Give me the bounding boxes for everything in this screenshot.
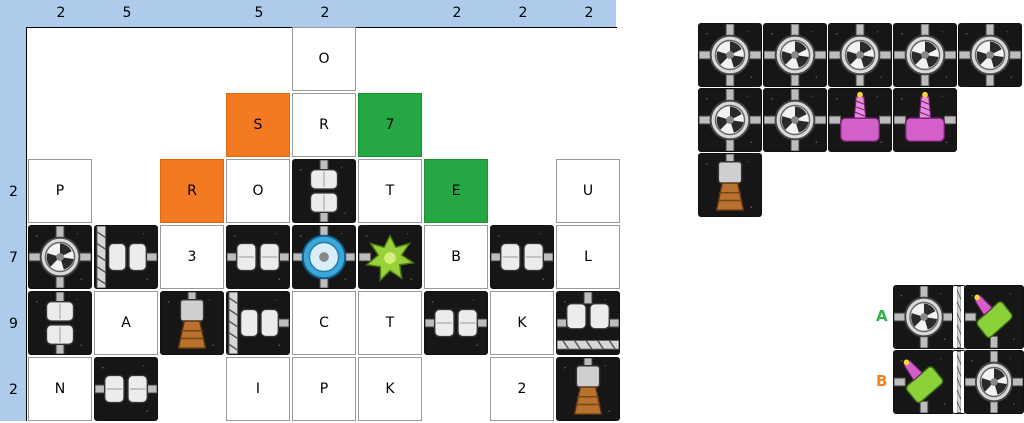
hab-h-pipe-tile[interactable] (226, 291, 290, 355)
grid-cell[interactable]: E (424, 159, 488, 223)
grid-cell[interactable]: K (358, 357, 422, 421)
grid-cell[interactable]: C (292, 291, 356, 355)
inventory-laser-tile[interactable] (828, 88, 892, 152)
grid-cell[interactable]: P (292, 357, 356, 421)
engine-tile[interactable] (556, 357, 620, 421)
legend-fan-tile[interactable] (893, 285, 955, 349)
column-clue (358, 0, 424, 27)
column-clue: 2 (518, 5, 528, 21)
shield-tile[interactable] (292, 225, 356, 289)
grid-cell[interactable]: I (226, 357, 290, 421)
grid-cell[interactable]: T (358, 159, 422, 223)
grid-cell[interactable]: N (28, 357, 92, 421)
inventory-fan-tile[interactable] (763, 88, 827, 152)
row-clue (0, 27, 27, 93)
column-clue: 2 (584, 5, 594, 21)
grid-cell[interactable]: R (292, 93, 356, 157)
column-clue (160, 0, 226, 27)
grid-cell[interactable]: 7 (358, 93, 422, 157)
legend-laser-green-tile[interactable] (893, 350, 955, 414)
inventory-fan-tile[interactable] (698, 23, 762, 87)
inventory-laser-tile[interactable] (893, 88, 957, 152)
grid-cell[interactable]: O (226, 159, 290, 223)
grid-cell[interactable]: B (424, 225, 488, 289)
hab-h-tile[interactable] (94, 357, 158, 421)
legend-laser-green-tile[interactable] (964, 285, 1024, 349)
legend-label-a: A (876, 307, 888, 325)
grid-cell[interactable]: R (160, 159, 224, 223)
fan-tile[interactable] (28, 225, 92, 289)
legend-pipe-tile[interactable] (952, 350, 966, 414)
column-clue: 5 (254, 5, 264, 21)
column-clue: 2 (320, 5, 330, 21)
engine-tile[interactable] (160, 291, 224, 355)
column-clue: 2 (56, 5, 66, 21)
inventory-fan-tile[interactable] (828, 23, 892, 87)
hab-h-tile[interactable] (424, 291, 488, 355)
row-clue: 2 (9, 184, 18, 200)
alien-tile[interactable] (358, 225, 422, 289)
inventory-fan-tile[interactable] (698, 88, 762, 152)
grid-cell[interactable]: S (226, 93, 290, 157)
grid-cell[interactable]: P (28, 159, 92, 223)
legend-fan-tile[interactable] (964, 350, 1024, 414)
hab-h-tile[interactable] (490, 225, 554, 289)
column-clue: 2 (452, 5, 462, 21)
row-clue: 2 (9, 382, 18, 398)
hab-v-tile[interactable] (28, 291, 92, 355)
grid-cell[interactable]: 3 (160, 225, 224, 289)
inventory-fan-tile[interactable] (763, 23, 827, 87)
grid-cell[interactable]: A (94, 291, 158, 355)
column-clue-bar (0, 0, 616, 27)
grid-cell[interactable]: O (292, 27, 356, 91)
inventory-fan-tile[interactable] (958, 23, 1022, 87)
header-divider-vertical (26, 27, 27, 421)
row-clue (0, 93, 27, 159)
hab-h-pipe-tile[interactable] (94, 225, 158, 289)
hab-v-tile[interactable] (292, 159, 356, 223)
grid-cell[interactable]: U (556, 159, 620, 223)
inventory-engine-tile[interactable] (698, 153, 762, 217)
column-clue: 5 (122, 5, 132, 21)
grid-cell[interactable]: 2 (490, 357, 554, 421)
row-clue: 9 (9, 316, 18, 332)
inventory-fan-tile[interactable] (893, 23, 957, 87)
hab-h-pipe-bottom-tile[interactable] (556, 291, 620, 355)
grid-cell[interactable]: L (556, 225, 620, 289)
row-clue-bar (0, 0, 27, 421)
legend-label-b: B (876, 372, 888, 390)
grid-cell[interactable]: K (490, 291, 554, 355)
grid-cell[interactable]: T (358, 291, 422, 355)
hab-h-tile[interactable] (226, 225, 290, 289)
row-clue: 7 (9, 250, 18, 266)
